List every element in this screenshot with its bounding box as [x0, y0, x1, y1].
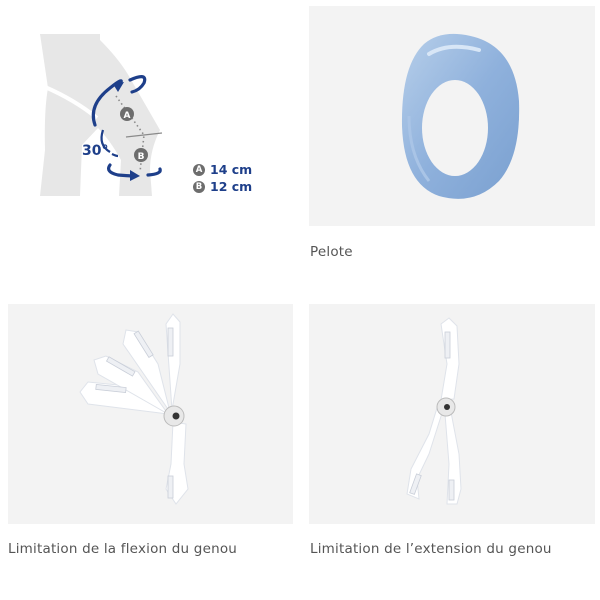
measurement-a-value: 14 cm: [210, 162, 253, 177]
svg-text:A: A: [124, 111, 131, 121]
knee-measurement-diagram: A B 30° A 14 cm B 12 cm: [0, 0, 300, 250]
legend-item-a: A 14 cm: [193, 161, 252, 178]
svg-text:B: B: [138, 152, 145, 162]
hinge-flexion-icon: [79, 313, 189, 505]
knee-leg-illustration: A B: [40, 34, 163, 196]
pelote-ring-icon: [401, 33, 520, 199]
pelote-image: [309, 6, 595, 226]
hinge-extension-icon: [406, 317, 462, 505]
angle-label: 30°: [82, 143, 109, 159]
marker-a-badge: A: [193, 163, 205, 176]
flexion-hinge-image: [8, 304, 293, 524]
flexion-caption: Limitation de la flexion du genou: [8, 541, 238, 557]
extension-caption: Limitation de l’extension du genou: [310, 541, 552, 557]
pelote-caption: Pelote: [310, 244, 353, 260]
marker-b-badge: B: [193, 180, 205, 193]
measurement-legend: A 14 cm B 12 cm: [193, 161, 252, 195]
extension-hinge-image: [309, 304, 595, 524]
measurement-b-value: 12 cm: [210, 179, 253, 194]
legend-item-b: B 12 cm: [193, 178, 252, 195]
